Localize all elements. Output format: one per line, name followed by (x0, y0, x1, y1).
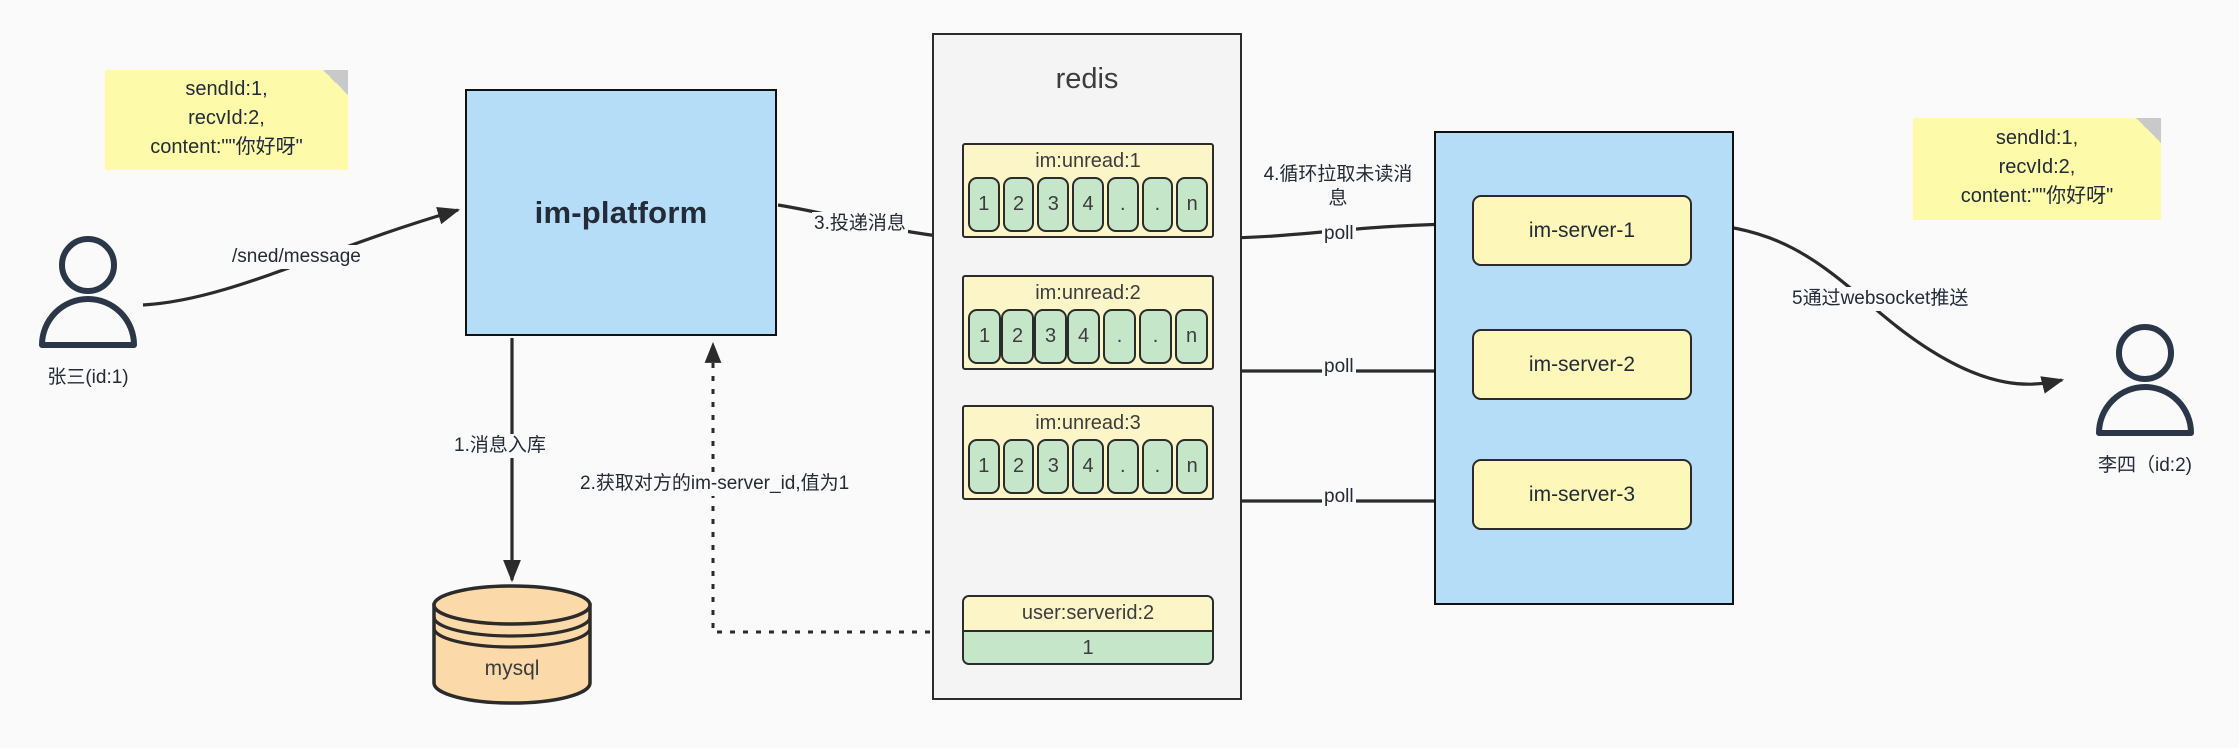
im-server-cluster: im-server-1 im-server-2 im-server-3 (1434, 131, 1734, 605)
redis-kv-key: user:serverid:2 (964, 597, 1212, 632)
im-server-2-box[interactable]: im-server-2 (1472, 329, 1692, 400)
redis-queue-0[interactable]: im:unread:1 1 2 3 4 . . n (962, 143, 1214, 238)
im-server-1-label: im-server-1 (1528, 218, 1636, 242)
redis-queue-0-key: im:unread:1 (1035, 150, 1141, 172)
edge-label-poll-1: poll (1322, 222, 1356, 246)
redis-kv-value: 1 (964, 632, 1212, 663)
edge-label-poll-2: poll (1322, 355, 1356, 379)
note-right: sendId:1, recvId:2, content:""你好呀" (1913, 118, 2161, 220)
edge-label-step5: 5通过websocket推送 (1790, 287, 1971, 311)
edge-label-poll-3: poll (1322, 485, 1356, 509)
im-server-2-label: im-server-2 (1528, 352, 1636, 376)
redis-queue-1-key: im:unread:2 (1035, 282, 1141, 304)
queue-cell[interactable]: n (1176, 177, 1209, 232)
queue-cell[interactable]: 1 (968, 309, 1001, 364)
im-platform-label: im-platform (534, 194, 708, 230)
note-fold-icon (323, 70, 348, 95)
note-left: sendId:1, recvId:2, content:""你好呀" (105, 70, 348, 170)
note-left-text: sendId:1, recvId:2, content:""你好呀" (150, 77, 303, 158)
queue-cell[interactable]: . (1106, 177, 1139, 232)
queue-cell[interactable]: . (1141, 177, 1174, 232)
queue-cell[interactable]: 2 (1002, 177, 1035, 232)
queue-cell[interactable]: 1 (968, 439, 1000, 494)
queue-cell[interactable]: . (1103, 309, 1136, 364)
redis-title: redis (1055, 63, 1119, 95)
actor-receiver-label: 李四（id:2) (2098, 455, 2192, 476)
queue-cell[interactable]: 3 (1037, 177, 1070, 232)
queue-cell[interactable]: 4 (1067, 309, 1100, 364)
queue-cell[interactable]: 2 (1002, 439, 1035, 494)
note-fold-icon (2136, 118, 2161, 143)
redis-queue-1[interactable]: im:unread:2 1 2 3 4 . . n (962, 275, 1214, 370)
actor-receiver: 李四（id:2) (2075, 320, 2215, 477)
queue-cell[interactable]: . (1141, 439, 1174, 494)
im-platform-box[interactable]: im-platform (465, 89, 777, 336)
im-server-3-box[interactable]: im-server-3 (1472, 459, 1692, 530)
queue-cell[interactable]: 1 (968, 177, 1000, 232)
redis-kv-serverid[interactable]: user:serverid:2 1 (962, 595, 1214, 665)
note-right-text: sendId:1, recvId:2, content:""你好呀" (1960, 126, 2114, 207)
queue-cell[interactable]: n (1176, 439, 1209, 494)
svg-text:mysql: mysql (485, 657, 540, 680)
user-icon (39, 236, 137, 348)
redis-container: redis im:unread:1 1 2 3 4 . . n im:unrea… (932, 33, 1242, 700)
queue-cell[interactable]: 4 (1072, 177, 1104, 232)
queue-cell[interactable]: 3 (1037, 439, 1070, 494)
queue-cell[interactable]: . (1106, 439, 1139, 494)
queue-cell[interactable]: . (1139, 309, 1172, 364)
edge-label-send-message: /sned/message (230, 245, 363, 269)
queue-cell[interactable]: n (1175, 309, 1208, 364)
queue-cell[interactable]: 3 (1034, 309, 1067, 364)
edge-label-step4: 4.循环拉取未读消 息 (1256, 163, 1420, 211)
im-server-1-box[interactable]: im-server-1 (1472, 195, 1692, 266)
edge-label-step2: 2.获取对方的im-server_id,值为1 (578, 472, 852, 496)
redis-queue-2-key: im:unread:3 (1035, 412, 1141, 434)
im-server-3-label: im-server-3 (1528, 482, 1636, 506)
actor-sender: 张三(id:1) (18, 232, 158, 389)
user-icon (2096, 324, 2194, 436)
queue-cell[interactable]: 4 (1072, 439, 1104, 494)
edge-label-step1: 1.消息入库 (452, 434, 548, 458)
queue-cell[interactable]: 2 (1001, 309, 1034, 364)
mysql-database[interactable]: mysql (428, 583, 596, 705)
database-cylinder-icon: mysql (432, 584, 592, 705)
redis-queue-2[interactable]: im:unread:3 1 2 3 4 . . n (962, 405, 1214, 500)
actor-sender-label: 张三(id:1) (47, 367, 129, 388)
edge-label-step3: 3.投递消息 (812, 212, 908, 236)
